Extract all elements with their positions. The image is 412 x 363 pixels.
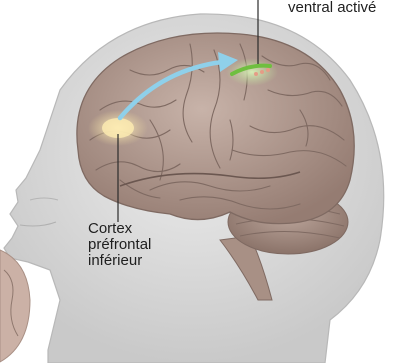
label-ventral-active: ventral activé bbox=[288, 0, 412, 16]
label-line-1: Cortex bbox=[88, 221, 208, 237]
ear-fragment-icon bbox=[0, 250, 30, 362]
label-line-2: préfrontal bbox=[88, 237, 208, 253]
label-line-3: inférieur bbox=[88, 253, 208, 269]
label-inferior-prefrontal-cortex: Cortex préfrontal inférieur bbox=[88, 221, 208, 269]
